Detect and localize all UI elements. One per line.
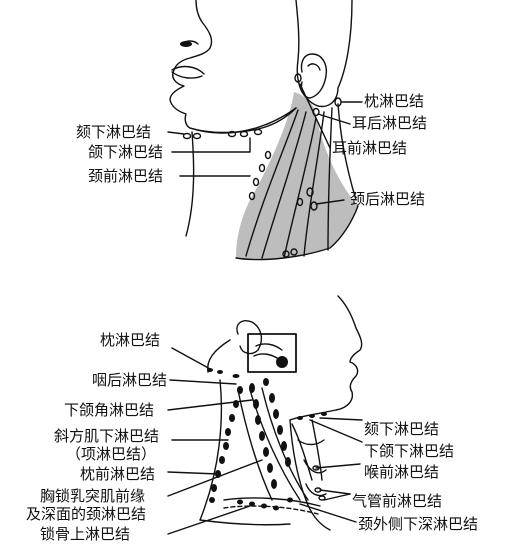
label-bottom-preoccipital: 枕前淋巴结: [80, 465, 156, 483]
label-top-occipital: 枕淋巴结: [364, 92, 425, 110]
label-bottom-supraclavicular: 锁骨上淋巴结: [40, 525, 131, 543]
label-top-submandibular: 颌下淋巴结: [88, 143, 164, 161]
top-head-figure: [167, 0, 363, 261]
posterior-triangle-shading: [236, 92, 358, 260]
label-top-preauricular: 耳前淋巴结: [332, 139, 408, 157]
label-top-posterior-cervical: 颈后淋巴结: [350, 190, 426, 208]
label-top-anterior-cervical: 颈前淋巴结: [88, 167, 164, 185]
label-bottom-trapezius: 斜方肌下淋巴结: [54, 427, 160, 445]
label-bottom-nuchal: （项淋巴结）: [66, 445, 157, 463]
zoom-box: [247, 333, 297, 373]
label-bottom-submental: 颏下淋巴结: [364, 420, 440, 438]
label-bottom-scm-front: 胸锁乳突肌前缘: [40, 487, 146, 505]
bottom-face-profile: [289, 295, 363, 421]
label-top-postauricular: 耳后淋巴结: [352, 114, 428, 132]
label-bottom-retropharyngeal: 咽后淋巴结: [92, 371, 168, 389]
bottom-head-figure: [167, 295, 363, 535]
bottom-ear: [236, 320, 263, 355]
label-bottom-submandibular: 下颌下淋巴结: [364, 442, 455, 460]
bottom-neck-back: [199, 379, 223, 521]
head-outline: [295, 0, 353, 108]
label-bottom-occipital: 枕淋巴结: [100, 331, 161, 349]
neck-front: [185, 131, 195, 237]
label-bottom-pretracheal: 气管前淋巴结: [352, 492, 443, 510]
label-bottom-mandibular-angle: 下颌角淋巴结: [64, 401, 155, 419]
label-bottom-scm-deep: 及深面的颈淋巴结: [26, 505, 147, 523]
label-bottom-prelaryngeal: 喉前淋巴结: [364, 463, 440, 481]
ear: [300, 53, 328, 99]
label-bottom-inferior-deep: 颈外侧下深淋巴结: [358, 515, 479, 533]
face-profile: [169, 0, 297, 134]
label-top-submental: 颏下淋巴结: [76, 123, 152, 141]
neck-back: [337, 103, 357, 201]
